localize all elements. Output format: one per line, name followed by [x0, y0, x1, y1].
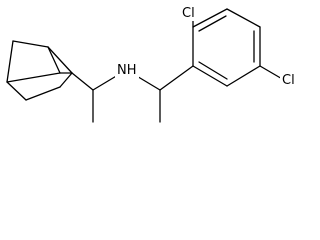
amine-label: NH	[117, 63, 137, 78]
bond	[92, 74, 119, 91]
bond	[47, 46, 61, 74]
bond	[198, 61, 228, 80]
bond	[12, 40, 49, 48]
chlorine-label-top: Cl	[182, 6, 195, 21]
dichlorophenyl-ring	[192, 8, 285, 87]
label-background	[180, 3, 202, 21]
bond	[71, 72, 94, 91]
bond	[226, 65, 261, 87]
label-background	[280, 70, 304, 88]
chemical-structure: NH Cl Cl	[6, 3, 304, 123]
bond	[159, 65, 194, 91]
chlorine-label-right: Cl	[282, 73, 295, 88]
norbornane-ring	[6, 40, 73, 101]
bond	[134, 74, 161, 91]
bond	[192, 65, 228, 87]
bond	[6, 72, 61, 83]
bond	[192, 8, 228, 28]
bond	[25, 86, 61, 101]
label-background	[115, 60, 139, 78]
bond	[6, 81, 27, 101]
side-chain	[71, 65, 194, 123]
bond	[6, 40, 14, 83]
bond	[226, 8, 261, 28]
bond	[198, 15, 227, 32]
bond	[59, 72, 73, 88]
bond	[47, 46, 73, 74]
